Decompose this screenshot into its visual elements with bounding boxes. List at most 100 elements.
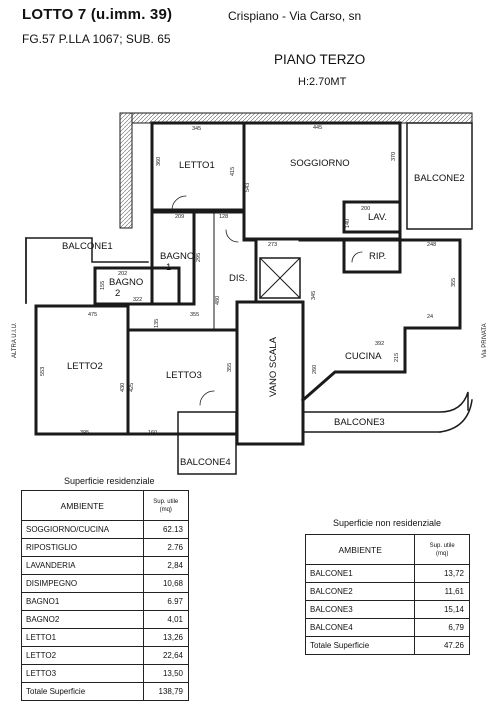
dimension-label: 355 [227,363,233,372]
side-label-left: ALTRA U.I.U. [12,322,18,358]
table-header-row: AMBIENTE Sup. utile (mq) [21,490,190,521]
total-value: 138,79 [142,682,190,701]
row-value: 11,61 [414,582,470,601]
dimension-label: 360 [156,157,162,166]
row-name: BALCONE2 [304,582,416,601]
total-label: Totale Superficie [304,636,416,655]
side-label-right: Via PRIVATA [482,323,488,358]
dimension-label: 200 [361,206,370,212]
row-value: 4,01 [142,610,190,629]
room-label-balcone4: BALCONE4 [180,457,231,468]
column-header-ambiente: AMBIENTE [304,534,416,565]
dimension-label: 248 [427,242,436,248]
room-label-dis: DIS. [229,273,247,284]
room-label-rip: RIP. [369,251,386,262]
dimension-label: 345 [192,126,201,132]
room-label-cucina: CUCINA [345,351,382,362]
room-label-vano-scala: VANO SCALA [268,336,279,397]
row-name: LETTO3 [21,664,144,683]
dimension-label: 392 [375,341,384,347]
room-label-lav: LAV. [368,212,387,223]
room-label-bagno2: BAGNO [109,277,143,288]
dimension-label: 24 [427,314,433,320]
room-label-letto3: LETTO3 [166,370,202,381]
residential-caption: Superficie residenziale [64,476,155,486]
dimension-label: 140 [345,219,351,228]
row-value: 2.76 [142,538,190,557]
room-label-soggiorno: SOGGIORNO [290,158,350,169]
dimension-label: 415 [230,167,236,176]
room-label-bagno1-num: 1 [166,262,171,273]
room-label-bagno1: BAGNO [160,251,194,262]
row-name: BALCONE1 [304,564,416,583]
dimension-label: 295 [196,253,202,262]
row-value: 13,50 [142,664,190,683]
room-label-letto1: LETTO1 [179,160,215,171]
dimension-label: 425 [129,383,135,392]
dimension-label: 202 [118,271,127,277]
total-label: Totale Superficie [21,682,144,701]
dimension-label: 135 [154,319,160,328]
table-header-row: AMBIENTE Sup. utile (mq) [304,534,470,565]
row-name: BAGNO2 [21,610,144,629]
row-value: 13,72 [414,564,470,583]
location-text: Crispiano - Via Carso, sn [228,9,362,23]
room-label-balcone2: BALCONE2 [414,173,465,184]
column-header-sup-unit: (mq) [436,550,449,557]
row-value: 22,64 [142,646,190,665]
row-name: RIPOSTIGLIO [21,538,144,557]
dimension-label: 260 [312,365,318,374]
dimension-label: 543 [245,183,251,192]
row-value: 13,26 [142,628,190,647]
row-name: SOGGIORNO/CUCINA [21,520,144,539]
dimension-label: 480 [215,296,221,305]
dimension-label: 445 [313,125,322,131]
dimension-label: 553 [40,367,46,376]
row-value: 10,68 [142,574,190,593]
row-name: BALCONE4 [304,618,416,637]
column-header-sup-unit: (mq) [159,506,172,513]
dimension-label: 355 [451,278,457,287]
dimension-label: 475 [88,312,97,318]
row-value: 15,14 [414,600,470,619]
dimension-label: 322 [133,297,142,303]
dimension-label: 345 [311,291,317,300]
row-name: BALCONE3 [304,600,416,619]
room-label-balcone1: BALCONE1 [62,241,113,252]
row-name: LETTO2 [21,646,144,665]
column-header-ambiente: AMBIENTE [21,490,144,521]
column-header-sup: Sup. utile (mq) [142,490,190,521]
residential-table: AMBIENTE Sup. utile (mq) SOGGIORNO/CUCIN… [21,490,190,701]
room-label-balcone3: BALCONE3 [334,417,385,428]
total-value: 47.26 [414,636,470,655]
dimension-label: 370 [391,152,397,161]
floor-title: PIANO TERZO [274,52,366,67]
dimension-label: 155 [100,281,106,290]
dimension-label: 273 [268,242,277,248]
dimension-label: 395 [80,430,89,436]
floor-height: H:2.70MT [298,76,347,88]
column-header-sup-label: Sup. utile [429,542,455,549]
column-header-sup-label: Sup. utile [153,498,179,505]
dimension-label: 355 [190,312,199,318]
room-label-bagno2-num: 2 [115,288,120,299]
column-header-sup: Sup. utile (mq) [414,534,470,565]
row-name: LAVANDERIA [21,556,144,575]
cadastral-reference: FG.57 P.LLA 1067; SUB. 65 [22,32,171,46]
row-value: 6.97 [142,592,190,611]
dimension-label: 430 [120,383,126,392]
walls [25,112,473,475]
